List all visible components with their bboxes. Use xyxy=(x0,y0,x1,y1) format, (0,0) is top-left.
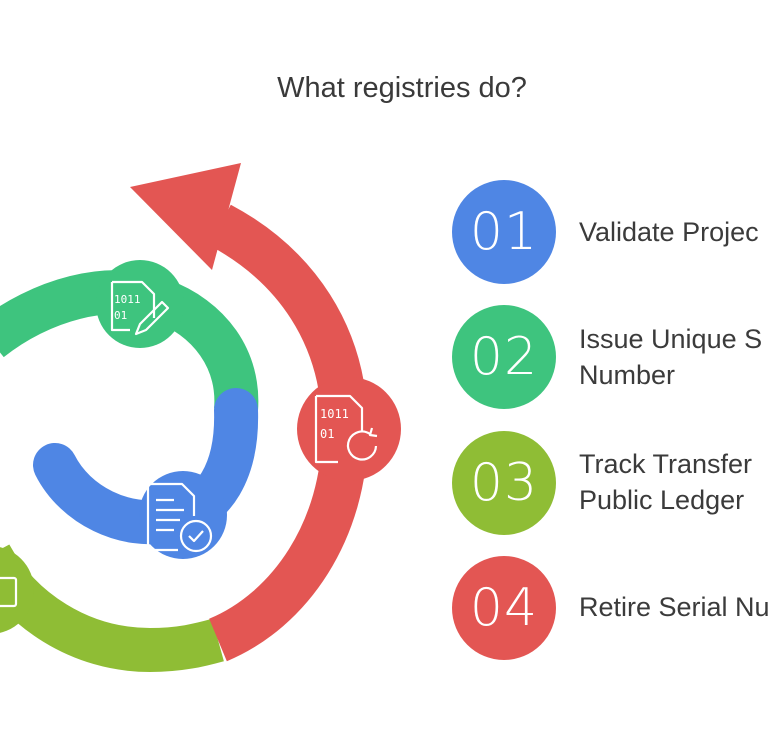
node-red: 1011 01 xyxy=(297,377,401,481)
step-label-04: Retire Serial Nu xyxy=(579,589,768,625)
document-check-icon xyxy=(146,482,213,553)
step-number-04: 04 xyxy=(452,556,556,660)
step-label-02-line-1: Issue Unique S xyxy=(579,324,763,354)
node-blue xyxy=(139,471,227,559)
spiral-diagram: 1011 01 1011 01 xyxy=(0,163,401,673)
step-label-01: Validate Projec xyxy=(579,214,759,250)
svg-text:01: 01 xyxy=(320,427,334,441)
laptop-icon xyxy=(0,576,18,608)
step-number-03: 03 xyxy=(452,431,556,535)
arrowhead xyxy=(130,163,241,270)
step-label-03: Track Transfer Public Ledger xyxy=(579,446,752,518)
code-document-edit-icon: 1011 01 xyxy=(110,280,170,336)
svg-text:1011: 1011 xyxy=(320,407,349,421)
step-label-02: Issue Unique S Number xyxy=(579,321,762,393)
node-green: 1011 01 xyxy=(96,260,184,348)
page-title: What registries do? xyxy=(277,72,527,104)
code-document-refresh-icon: 1011 01 xyxy=(314,394,378,464)
step-number-01: 01 xyxy=(452,180,556,284)
step-label-01-line-1: Validate Projec xyxy=(579,217,759,247)
step-label-03-line-2: Public Ledger xyxy=(579,485,745,515)
step-number-02: 02 xyxy=(452,305,556,409)
step-label-03-line-1: Track Transfer xyxy=(579,449,753,479)
svg-text:1011: 1011 xyxy=(114,293,141,306)
node-lime xyxy=(0,547,34,633)
step-label-02-line-2: Number xyxy=(579,360,676,390)
svg-text:01: 01 xyxy=(114,309,127,322)
step-label-04-line-1: Retire Serial Nu xyxy=(579,592,768,622)
spiral-arc-lime xyxy=(0,543,224,673)
